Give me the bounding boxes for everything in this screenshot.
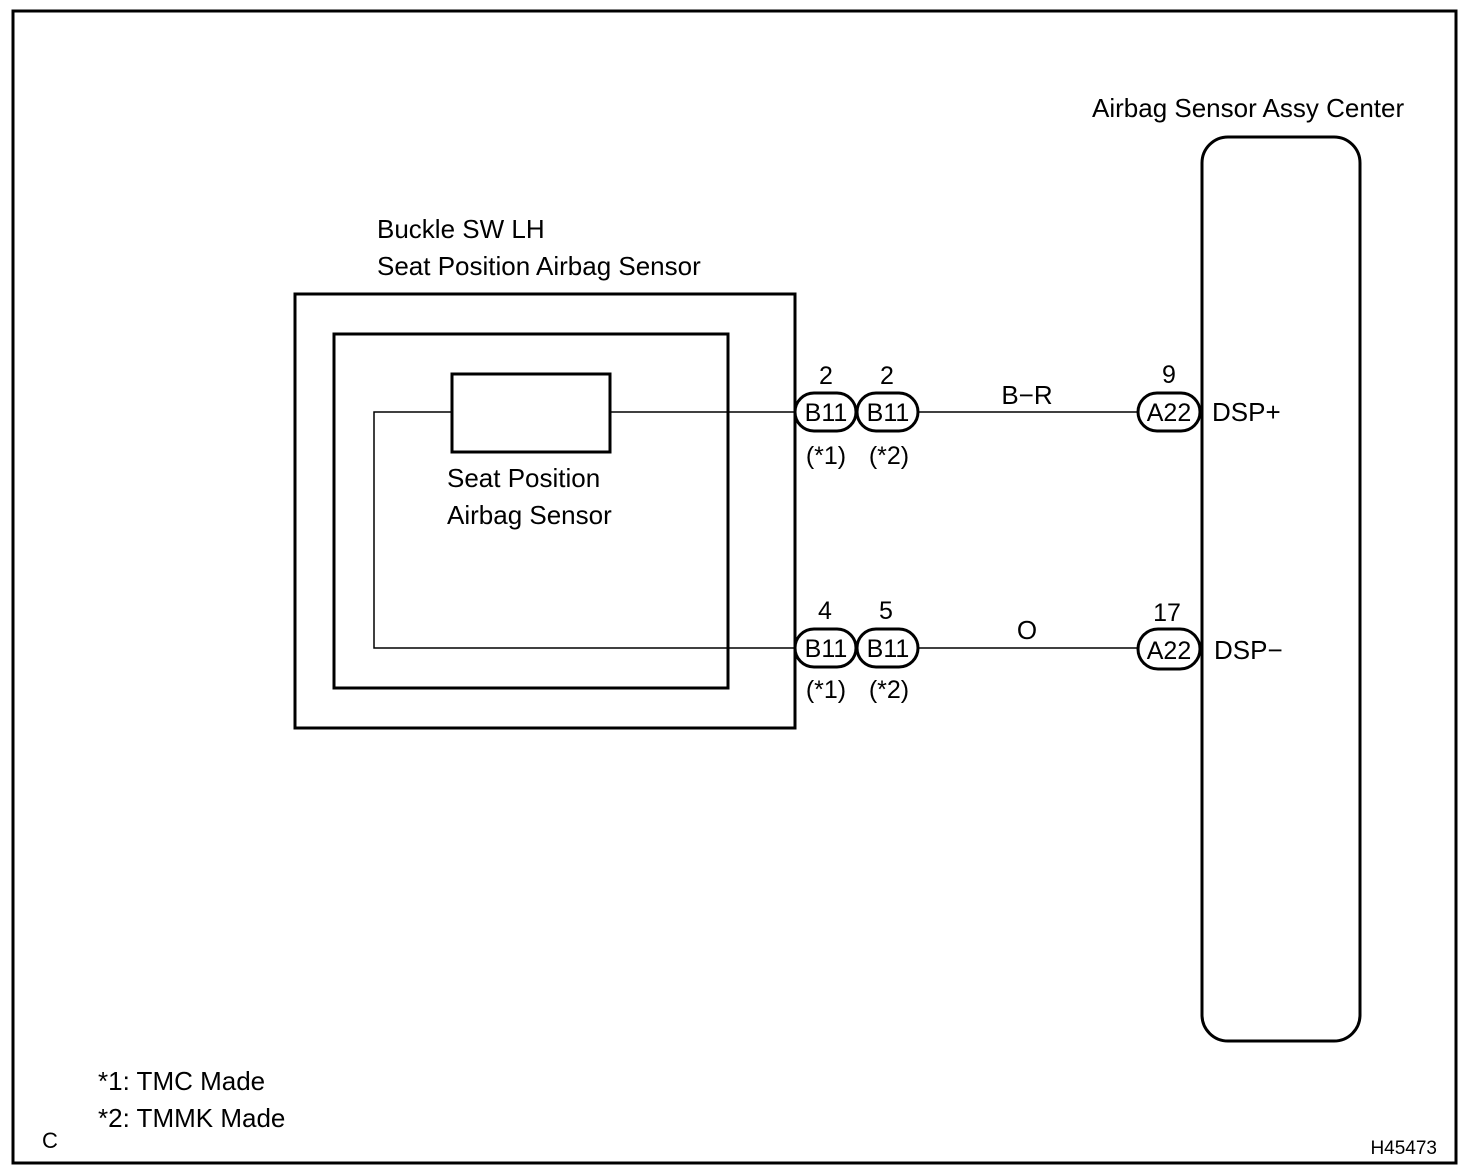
footnote-1: *1: TMC Made [98,1066,265,1096]
buckle-title-line2: Seat Position Airbag Sensor [377,251,701,281]
wire-color-label: B−R [1001,380,1052,410]
ecu-title: Airbag Sensor Assy Center [1092,93,1404,123]
pin-number: 5 [879,597,893,625]
sensor-label-line2: Airbag Sensor [447,500,612,530]
figure-id: H45473 [1370,1138,1437,1159]
variant-note: (*1) [806,442,846,470]
buckle-title-line1: Buckle SW LH [377,214,545,244]
outer-frame [11,9,1458,1165]
buckle-outer-box [293,292,797,730]
sensor-label-line1: Seat Position [447,463,600,493]
buckle-inner-box [332,332,730,690]
pin-number: 9 [1162,361,1176,389]
sensor-element [450,372,612,454]
pin-number: 17 [1153,599,1181,627]
variant-note: (*2) [869,442,909,470]
ecu-box [1200,135,1362,1043]
wire-sensor-return [373,411,795,649]
pin-number: 4 [818,597,832,625]
signal-label: DSP− [1214,635,1283,665]
connector-a22-lower [1136,627,1202,671]
connector-code: A22 [1147,399,1191,427]
wire-color-label: O [1017,615,1037,645]
corner-letter: C [42,1128,58,1153]
connector-code: B11 [805,399,848,427]
connector-code: B11 [867,399,910,427]
connector-code: A22 [1147,637,1191,665]
signal-label: DSP+ [1212,397,1281,427]
variant-note: (*2) [869,676,909,704]
connector-code: B11 [867,635,910,663]
pin-number: 2 [880,362,894,390]
connector-a22-upper [1136,391,1202,433]
connector-code: B11 [805,635,848,663]
pin-number: 2 [819,362,833,390]
footnote-2: *2: TMMK Made [98,1103,285,1133]
variant-note: (*1) [806,676,846,704]
